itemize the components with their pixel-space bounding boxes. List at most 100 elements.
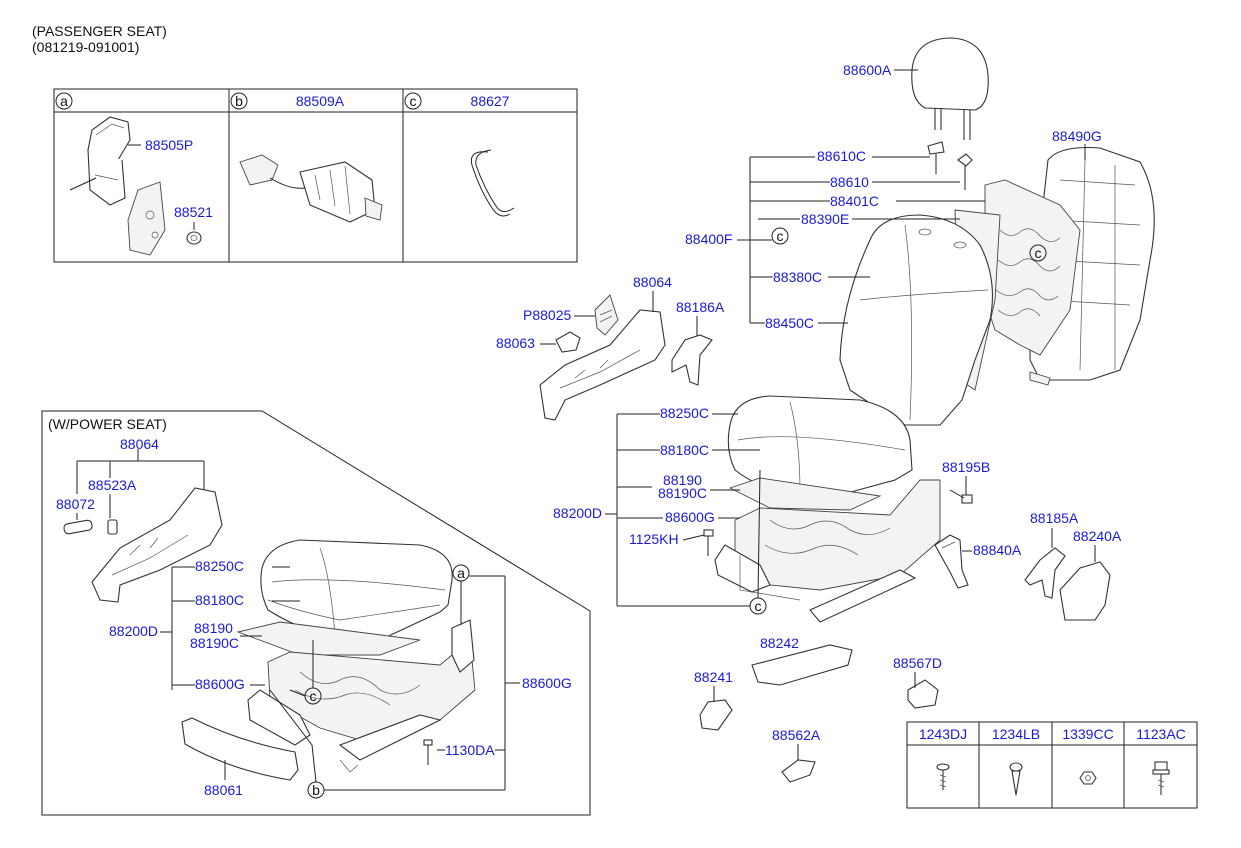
ps-label-88061: 88061	[204, 782, 243, 798]
detail-box-group: a 88505P 88521	[53, 88, 578, 263]
label-88600A: 88600A	[843, 62, 892, 78]
headrest-guide-icon	[927, 141, 973, 190]
part-label-88627: 88627	[471, 93, 510, 109]
label-88380C: 88380C	[773, 269, 822, 285]
label-88390E: 88390E	[801, 211, 849, 227]
headrest-icon	[911, 37, 989, 140]
diagram-date-range: (081219-091001)	[32, 39, 140, 55]
part-label-88509A: 88509A	[296, 93, 345, 109]
recliner-bracket-icon	[127, 181, 166, 256]
callout-letter-a: a	[60, 93, 68, 109]
washer-icon	[186, 231, 202, 245]
lumbar-motor-icon	[239, 154, 383, 223]
label-88567D: 88567D	[893, 655, 942, 671]
callout-c-frame: c	[1035, 245, 1042, 261]
power-seat-box: (W/POWER SEAT) 88064 88523A 88072	[41, 410, 591, 816]
seatback-frame-icon	[984, 179, 1081, 356]
fastener-header-1243DJ: 1243DJ	[919, 726, 967, 742]
label-88250C: 88250C	[660, 405, 709, 421]
label-88195B: 88195B	[942, 459, 990, 475]
ps-label-88190: 88190	[194, 620, 233, 636]
ps-label-88250C: 88250C	[195, 558, 244, 574]
label-88200D: 88200D	[553, 505, 602, 521]
callout-letter-c: c	[410, 93, 417, 109]
screw-icon	[936, 763, 950, 790]
nut-icon	[1079, 771, 1097, 785]
main-cushion-pad-icon	[728, 477, 882, 511]
part-label-88521: 88521	[174, 204, 213, 220]
label-88450C: 88450C	[765, 315, 814, 331]
power-seat-title: (W/POWER SEAT)	[48, 416, 167, 432]
label-88400F: 88400F	[685, 231, 732, 247]
detail-box-c: c 88627	[404, 92, 515, 217]
tapping-screw-icon	[1009, 762, 1023, 796]
main-seat-frame-icon	[714, 479, 941, 623]
main-side-shield-icon	[539, 309, 666, 421]
label-88610: 88610	[830, 174, 869, 190]
part-label-88505P: 88505P	[145, 137, 193, 153]
diagram-title: (PASSENGER SEAT)	[32, 23, 167, 39]
callout-c-top: c	[777, 228, 784, 244]
wire-clip-icon	[470, 151, 511, 217]
seat-cushion-icon	[260, 539, 453, 641]
callout-c-bottom: c	[755, 598, 762, 614]
ps-callout-c: c	[310, 688, 317, 704]
label-88190C: 88190C	[658, 485, 707, 501]
inner-cover-icon	[781, 759, 816, 783]
callout-letter-b: b	[235, 93, 243, 109]
main-assembly: 88600A 88490G c	[496, 37, 1155, 783]
main-bolt-icon	[703, 529, 714, 556]
bolt-icon	[423, 739, 433, 765]
side-cover-icon	[1059, 561, 1111, 621]
ps-label-88200D: 88200D	[109, 623, 158, 639]
knob-icon	[555, 331, 581, 353]
switch-button-icon	[107, 519, 118, 535]
label-88490G: 88490G	[1052, 128, 1102, 144]
front-cover-icon	[751, 644, 853, 686]
ps-label-88600G-right: 88600G	[522, 675, 572, 691]
front-trim-icon	[181, 717, 299, 781]
label-1125KH: 1125KH	[629, 531, 679, 547]
cushion-pad-icon	[236, 621, 421, 656]
recliner-cover-icon	[671, 334, 713, 386]
power-seat-frame	[41, 410, 591, 816]
label-88064: 88064	[633, 274, 672, 290]
label-88240A: 88240A	[1073, 528, 1122, 544]
label-P88025: P88025	[523, 307, 571, 323]
label-88186A: 88186A	[676, 299, 725, 315]
fastener-header-1234LB: 1234LB	[992, 726, 1040, 742]
label-88063: 88063	[496, 335, 535, 351]
main-seat-cushion-icon	[727, 395, 913, 496]
label-88610C: 88610C	[817, 148, 866, 164]
ps-label-88180C: 88180C	[195, 592, 244, 608]
side-shield-icon	[91, 487, 223, 603]
label-88185A: 88185A	[1030, 510, 1079, 526]
ps-callout-b: b	[312, 782, 320, 798]
ps-label-88190C: 88190C	[190, 635, 239, 651]
ps-label-88064: 88064	[120, 436, 159, 452]
detail-box-a: a 88505P 88521	[55, 92, 213, 256]
bolt-88195B-icon	[949, 489, 973, 504]
detail-box-frame	[53, 88, 578, 263]
leg-cover-icon	[699, 699, 733, 731]
detail-box-b: b 88509A	[230, 92, 383, 223]
bolt-icon	[1152, 761, 1170, 795]
label-88562A: 88562A	[772, 727, 821, 743]
label-88840A: 88840A	[973, 542, 1022, 558]
label-88401C: 88401C	[830, 193, 879, 209]
switch-knob-icon	[63, 519, 93, 535]
rear-cover-icon	[907, 679, 939, 709]
recliner-motor-icon	[69, 116, 131, 206]
recliner-cover-inner-icon	[1024, 547, 1066, 599]
label-88180C: 88180C	[660, 442, 709, 458]
ps-label-88072: 88072	[56, 496, 95, 512]
ps-label-88600G-left: 88600G	[195, 676, 245, 692]
label-88600G: 88600G	[665, 509, 715, 525]
seat-belt-buckle-icon	[934, 534, 969, 589]
ps-label-1130DA: 1130DA	[445, 742, 495, 758]
fastener-header-1339CC: 1339CC	[1062, 726, 1113, 742]
ps-callout-a: a	[457, 565, 465, 581]
label-88242: 88242	[760, 635, 799, 651]
seat-frame-track-icon	[247, 619, 476, 773]
